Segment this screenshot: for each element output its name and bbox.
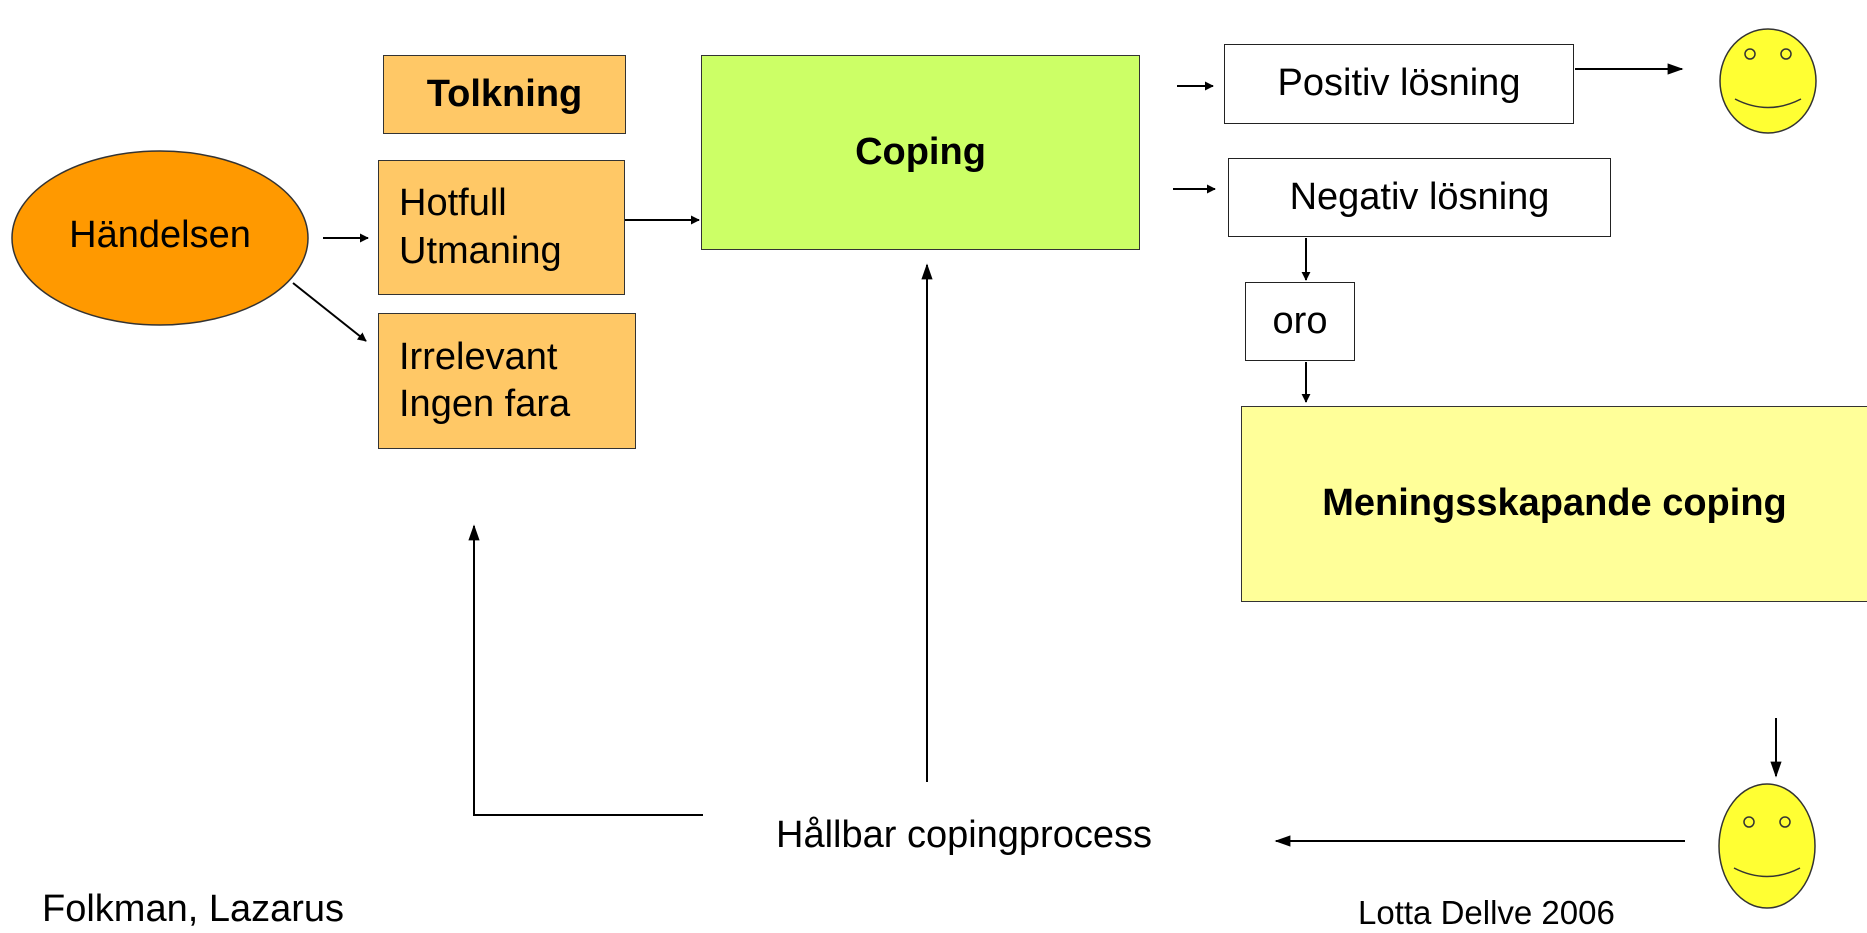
appraisal-irrelevant-box: Irrelevant Ingen fara bbox=[378, 313, 636, 449]
appraisal-irrelevant-line-1: Irrelevant bbox=[399, 335, 558, 378]
sustainable-process-label: Hållbar copingprocess bbox=[776, 814, 1152, 856]
appraisal-threat-box: Hotfull Utmaning bbox=[378, 160, 625, 295]
event-ellipse bbox=[11, 150, 309, 326]
appraisal-threat-line-2: Utmaning bbox=[399, 229, 562, 272]
positive-outcome-box: Positiv lösning bbox=[1224, 44, 1574, 124]
meaning-coping-box: Meningsskapande coping bbox=[1241, 406, 1867, 602]
worry-box: oro bbox=[1245, 282, 1355, 361]
appraisal-irrelevant-line-2: Ingen fara bbox=[399, 383, 571, 425]
event-label: Händelsen bbox=[69, 214, 251, 256]
arrow-feedback-to-appraisal bbox=[468, 524, 703, 816]
arrow-event-to-irrelevant bbox=[292, 282, 367, 342]
smiley-top-icon bbox=[1719, 28, 1817, 134]
creator-credit: Lotta Dellve 2006 bbox=[1358, 894, 1615, 931]
appraisal-threat-line-1: Hotfull bbox=[399, 182, 507, 224]
coping-label: Coping bbox=[855, 131, 986, 173]
coping-box: Coping bbox=[701, 55, 1140, 250]
negative-outcome-box: Negativ lösning bbox=[1228, 158, 1611, 237]
smiley-bottom-icon bbox=[1718, 783, 1816, 909]
authors-credit: Folkman, Lazarus bbox=[42, 888, 345, 930]
appraisal-title: Tolkning bbox=[383, 55, 626, 134]
